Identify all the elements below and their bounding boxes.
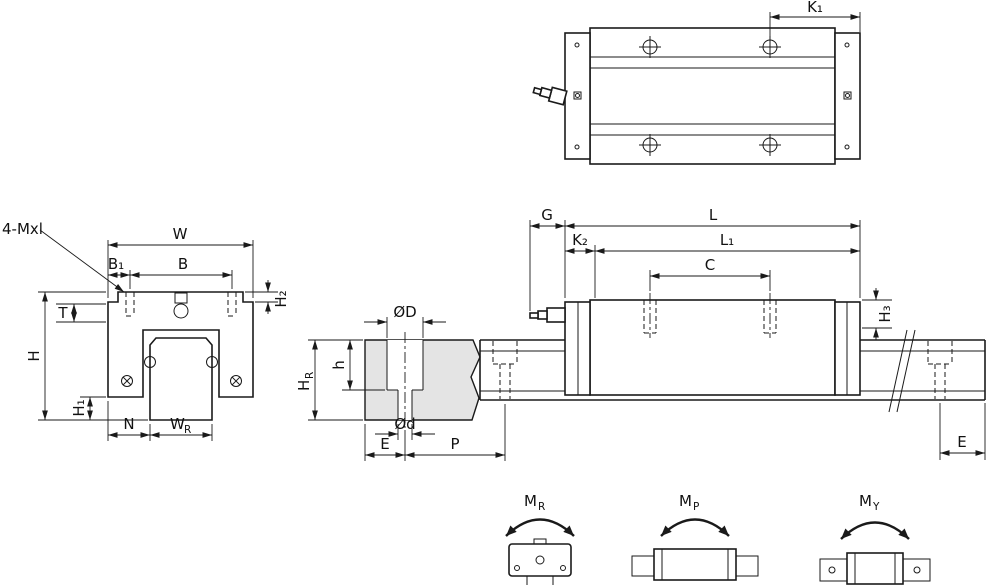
- end-cap-screws: [573, 42, 852, 150]
- dim-label-b1: B₁: [108, 255, 124, 273]
- dim-h2: H₂: [245, 280, 290, 314]
- dim-h3: H₃: [862, 288, 894, 340]
- dim-k2: K₂: [565, 231, 596, 298]
- mini-side-view: [631, 548, 759, 581]
- dim-label-dia-big: ØD: [393, 303, 416, 321]
- block-bolt-hole-hidden: [763, 293, 777, 338]
- pitch-arrow: [660, 518, 730, 537]
- dim-k1: K₁: [769, 0, 861, 36]
- dim-dia-big: ØD: [364, 303, 446, 338]
- yaw-arrow: [840, 521, 910, 540]
- grease-port: [173, 292, 189, 319]
- dim-label-dia-small: Ød: [394, 415, 415, 433]
- dim-g: G: [529, 206, 566, 311]
- dim-p: P: [405, 404, 506, 461]
- mini-top-view: [819, 552, 931, 585]
- dim-e-right: E: [939, 403, 986, 460]
- dim-label-h: H: [25, 350, 43, 361]
- moment-yaw-icon: M Y: [819, 492, 931, 585]
- ball-groove-right: [206, 356, 218, 368]
- label-mr: M: [524, 492, 537, 510]
- label-mp-sub: P: [693, 501, 699, 513]
- ball-groove-left: [144, 356, 156, 368]
- bolt-hole: [639, 36, 661, 58]
- retainer-screw-left: [121, 375, 133, 387]
- dim-label-b: B: [178, 255, 188, 273]
- rail-section-view: ØD h H R Ød E: [295, 303, 506, 461]
- grease-nipple-top-view: [532, 86, 568, 106]
- dim-label-g: G: [541, 206, 553, 224]
- grease-nipple-side-view: [529, 307, 566, 323]
- top-view: K₁: [532, 0, 861, 165]
- dim-label-h2: H₂: [272, 290, 290, 307]
- retainer-screw-right: [230, 375, 242, 387]
- dim-label-hr: H: [295, 380, 313, 391]
- dim-l: L: [565, 206, 861, 298]
- bolt-hole: [759, 134, 781, 156]
- dim-w: W: [107, 225, 254, 298]
- dim-label-k1: K₁: [807, 0, 823, 16]
- dim-b1: B₁: [108, 255, 130, 278]
- dim-label-hole-depth: h: [330, 360, 348, 370]
- moment-roll-icon: M R: [505, 492, 575, 585]
- dim-label-c: C: [705, 256, 715, 274]
- label-mp: M: [679, 492, 692, 510]
- label-my: M: [859, 492, 872, 510]
- bolt-hole: [759, 36, 781, 58]
- front-view: 4-Mxl W B₁ B T H: [2, 220, 290, 441]
- block-bolt-hole-hidden: [643, 293, 657, 338]
- mini-front-view: [508, 538, 572, 585]
- dim-label-w: W: [173, 225, 188, 243]
- label-mr-sub: R: [538, 501, 545, 513]
- mounting-holes-hidden: [125, 292, 237, 317]
- callout-4mxl: 4-Mxl: [2, 220, 125, 293]
- dim-label-p: P: [450, 435, 459, 453]
- dim-label-k2: K₂: [572, 231, 588, 249]
- dim-label-wr: W: [170, 415, 185, 433]
- dim-t: T: [56, 303, 106, 323]
- dim-label-e-right: E: [957, 433, 966, 451]
- dim-b: B: [129, 255, 233, 289]
- dim-label-wr-sub: R: [184, 424, 191, 436]
- roll-arrow: [505, 518, 575, 537]
- label-4mxl: 4-Mxl: [2, 220, 43, 238]
- dim-label-hr-sub: R: [304, 372, 316, 379]
- dim-label-t: T: [57, 304, 68, 322]
- dim-l1: L₁: [595, 231, 860, 254]
- dim-label-n: N: [123, 415, 134, 433]
- label-my-sub: Y: [872, 501, 880, 513]
- dim-wr: W R: [150, 415, 213, 441]
- dim-label-h1: H₁: [70, 399, 88, 416]
- dim-label-h3: H₃: [876, 305, 894, 322]
- dim-hr: H R: [295, 340, 363, 421]
- rail-hole-hidden-left: [492, 341, 518, 399]
- rail-break-mark: [888, 329, 916, 413]
- moment-pitch-icon: M P: [631, 492, 759, 581]
- dim-label-e-left: E: [380, 435, 389, 453]
- dim-dia-small: Ød: [375, 415, 435, 440]
- dim-label-l: L: [709, 206, 718, 224]
- side-view: G L K₂ L₁ C H₃: [479, 206, 986, 460]
- carriage-body: [589, 299, 836, 396]
- dim-h: H: [25, 291, 148, 421]
- dim-label-l1: L₁: [720, 231, 734, 249]
- bolt-hole: [639, 134, 661, 156]
- rail-cross-section: [149, 337, 213, 421]
- dim-c: C: [649, 256, 771, 291]
- dim-h1: H₁: [70, 396, 106, 420]
- rail-hole-hidden-right: [927, 341, 953, 399]
